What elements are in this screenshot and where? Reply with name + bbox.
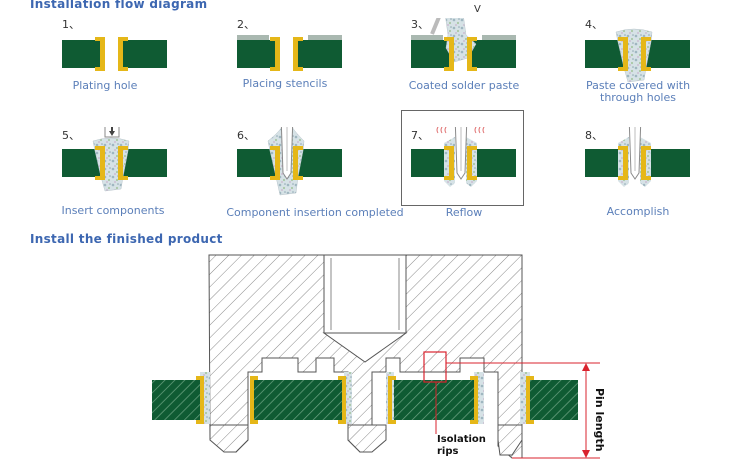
reflow-figure [411, 127, 516, 187]
step-number: 5、 [62, 129, 80, 142]
step-number: 4、 [585, 18, 603, 31]
step-2: 2、 Placing stencils [230, 18, 400, 128]
pcb-segment [152, 380, 202, 420]
accomplish-figure [585, 127, 690, 187]
threaded-bore [323, 254, 407, 334]
insert-components-figure [62, 127, 167, 192]
solder-paste-figure [411, 18, 516, 71]
step-4: 4、 Paste covered with through holes [578, 18, 748, 128]
step-number: 6、 [237, 129, 255, 142]
pcb-segment [390, 380, 476, 420]
step-number: 8、 [585, 129, 603, 142]
step-number: 3、 [411, 18, 429, 31]
insertion-completed-figure [237, 127, 342, 196]
step-number: 1、 [62, 18, 80, 31]
isolation-rib-marker [423, 351, 447, 383]
paste-covered-figure [585, 28, 690, 83]
step-7: 7、 Reflow [404, 127, 574, 237]
pin-length-label: Pin length [593, 388, 606, 452]
step-caption: Coated solder paste [408, 79, 520, 92]
pcb-segment [530, 380, 578, 420]
flow-title: Installation flow diagram [30, 0, 208, 11]
velocity-label: V [474, 4, 481, 15]
isolation-ribs-label: Isolation rips [437, 434, 486, 457]
step-caption: Placing stencils [242, 77, 328, 90]
step-caption: Plating hole [72, 79, 138, 92]
step-number: 7、 [411, 129, 429, 142]
step-8: 8、 Accomplish [578, 127, 748, 237]
step-3: 3、 V Coated solder paste [404, 4, 574, 128]
step-caption: Paste covered with through holes [585, 79, 691, 104]
pcb-segment [252, 380, 344, 420]
stencil-figure [237, 35, 342, 71]
plating-hole-figure [62, 37, 167, 71]
step-caption: Insert components [61, 204, 165, 217]
step-5: 5、 Insert components [55, 127, 225, 237]
step-caption: Component insertion completed [226, 206, 404, 219]
step-number: 2、 [237, 18, 255, 31]
step-6: 6、 Component insertion completed [226, 127, 404, 237]
finished-title: Install the finished product [30, 232, 223, 246]
step-caption: Accomplish [606, 205, 670, 218]
reflow-frame [401, 110, 524, 206]
step-caption: Reflow [445, 206, 483, 219]
step-1: 1、 Plating hole [55, 18, 225, 128]
